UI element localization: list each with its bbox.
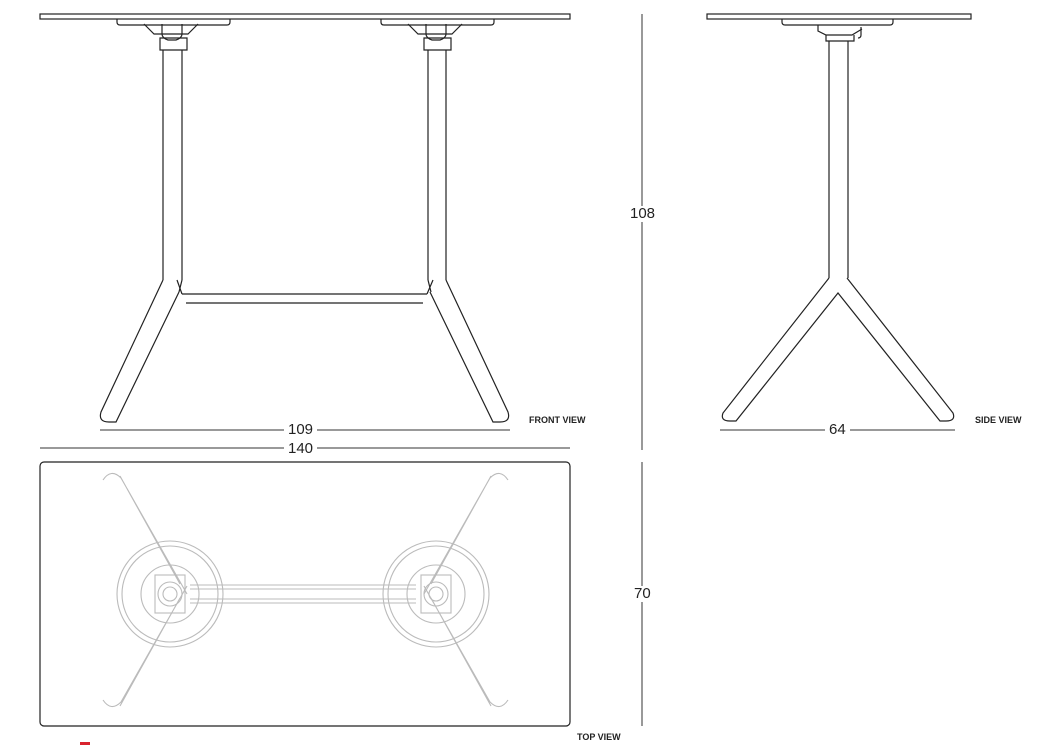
front-view-label: FRONT VIEW xyxy=(529,415,586,425)
dimension-side-width: 64 xyxy=(825,422,850,438)
dimension-front-width: 109 xyxy=(284,422,318,438)
dimension-height: 108 xyxy=(626,206,660,222)
dimension-overall-width: 140 xyxy=(284,441,318,457)
dimension-depth: 70 xyxy=(630,586,655,602)
top-view-label: TOP VIEW xyxy=(577,732,621,742)
front-view-drawing xyxy=(39,13,571,423)
side-view-drawing xyxy=(706,13,972,422)
marker xyxy=(80,742,90,745)
side-view-label: SIDE VIEW xyxy=(975,415,1022,425)
top-view-drawing xyxy=(39,461,571,727)
